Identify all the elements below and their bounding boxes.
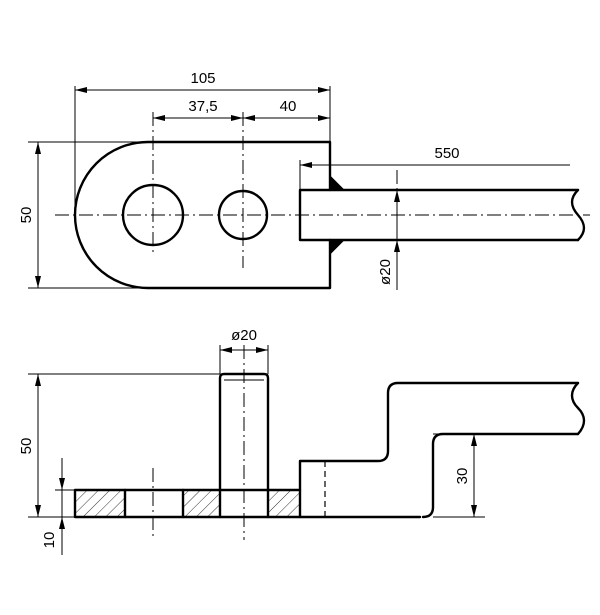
arrowhead	[318, 115, 330, 121]
plate-section-outline	[73, 488, 422, 519]
bent-rod-outline	[298, 381, 580, 519]
arrowhead	[243, 115, 255, 121]
dim-offset-height: 30	[454, 468, 471, 485]
front-view: ø20 50 10 30	[18, 327, 586, 555]
arrowhead	[300, 162, 312, 168]
dim-height: 50	[18, 207, 35, 224]
arrowhead	[394, 240, 400, 252]
arrowhead	[35, 505, 41, 517]
arrowhead	[75, 87, 87, 93]
dim-rod-length: 550	[434, 145, 459, 162]
arrowhead	[35, 276, 41, 288]
arrowhead	[35, 142, 41, 154]
arrowhead	[471, 434, 477, 446]
dim-overall-length: 105	[190, 70, 215, 87]
hatch-right	[268, 490, 300, 517]
arrowhead	[59, 478, 65, 490]
arrowhead	[318, 87, 330, 93]
arrowhead	[256, 347, 268, 353]
arrowhead	[394, 190, 400, 202]
dim-hole-to-end: 40	[280, 98, 297, 115]
dim-plate-thickness: 10	[41, 532, 58, 549]
top-view: 105 37,5 40 550 50 ø20	[18, 70, 590, 290]
dim-hole-spacing: 37,5	[188, 98, 217, 115]
bent-rod-break	[570, 381, 586, 436]
arrowhead	[35, 374, 41, 386]
arrowhead	[471, 505, 477, 517]
weld-bottom	[329, 239, 346, 256]
weld-top	[329, 174, 346, 191]
arrowhead	[153, 115, 165, 121]
hatch-left	[75, 490, 125, 517]
dim-pin-height: 50	[18, 438, 35, 455]
hatch-middle	[183, 490, 220, 517]
arrowhead	[59, 517, 65, 529]
arrowhead	[220, 347, 232, 353]
arrowhead	[231, 115, 243, 121]
dim-pin-diameter: ø20	[231, 327, 257, 344]
dim-rod-diameter: ø20	[377, 259, 394, 285]
